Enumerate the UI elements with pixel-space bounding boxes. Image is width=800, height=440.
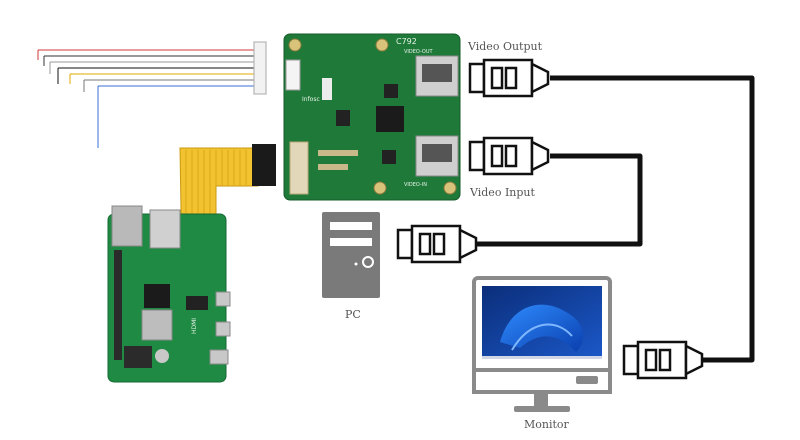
smd-row: [318, 164, 348, 170]
header-plug: [253, 41, 267, 95]
hdmi-out-socket: [422, 64, 452, 82]
board-vendor-label: Infosc: [302, 96, 320, 103]
taskbar: [482, 356, 602, 359]
micro-hdmi-port: [215, 291, 231, 307]
monitor-base: [514, 406, 570, 412]
cable-pc-to-input: [498, 153, 643, 247]
pc-led: [354, 262, 358, 266]
cable-output-to-monitor: [550, 75, 755, 363]
header-wires: [37, 49, 255, 148]
hdmi-plug-input: [468, 136, 550, 176]
monitor: [472, 276, 612, 412]
hdmi-plug-monitor: [622, 340, 718, 380]
mount-hole: [373, 181, 387, 195]
raspberry-pi-board: HDMI: [107, 205, 231, 383]
pc-drive-bay: [330, 222, 372, 230]
usb-port: [111, 205, 143, 247]
windows-bloom: [500, 304, 584, 352]
pc-tower: [322, 212, 380, 298]
hdmi-plug-pc: [396, 224, 500, 264]
mount-hole: [375, 38, 389, 52]
chip: [336, 110, 350, 126]
chip: [124, 346, 152, 368]
pc-case: [322, 212, 380, 298]
gpio-header: [114, 250, 122, 360]
chip: [384, 84, 398, 98]
c792-board: C792 Infosc VIDEO-OUT VIDEO-IN: [283, 33, 461, 201]
smd-part: [322, 78, 332, 100]
ethernet-port: [149, 209, 181, 249]
hdmi-plug-output: [468, 58, 550, 98]
usb-c-port: [209, 349, 229, 365]
chip: [186, 296, 208, 310]
board-in-label: VIDEO-IN: [404, 182, 427, 188]
micro-hdmi-port: [215, 321, 231, 337]
ram-chip: [141, 309, 173, 341]
ribbon-connector-board: [252, 144, 276, 186]
monitor-neck: [534, 390, 548, 408]
smd-row: [318, 150, 358, 156]
label-video-input: Video Input: [470, 186, 535, 199]
csi-fpc-connector: [289, 141, 309, 195]
label-pc: PC: [345, 308, 361, 321]
mount-hole: [288, 38, 302, 52]
pc-power-button-icon: [362, 256, 374, 268]
soc-chip: [144, 284, 170, 308]
board-out-label: VIDEO-OUT: [404, 49, 434, 55]
main-chip: [376, 106, 404, 132]
label-monitor: Monitor: [524, 418, 569, 431]
pi-hdmi-label: HDMI: [191, 318, 198, 334]
board-model-label: C792: [396, 37, 417, 46]
raspberry-logo-icon: [155, 349, 169, 363]
board-header-connector: [285, 59, 301, 91]
hdmi-in-socket: [422, 144, 452, 162]
hdmi-cables: [498, 75, 755, 363]
monitor-chin: [472, 368, 612, 394]
mount-hole: [443, 181, 457, 195]
label-video-output: Video Output: [468, 40, 543, 53]
chip: [382, 150, 396, 164]
pc-drive-bay: [330, 238, 372, 246]
